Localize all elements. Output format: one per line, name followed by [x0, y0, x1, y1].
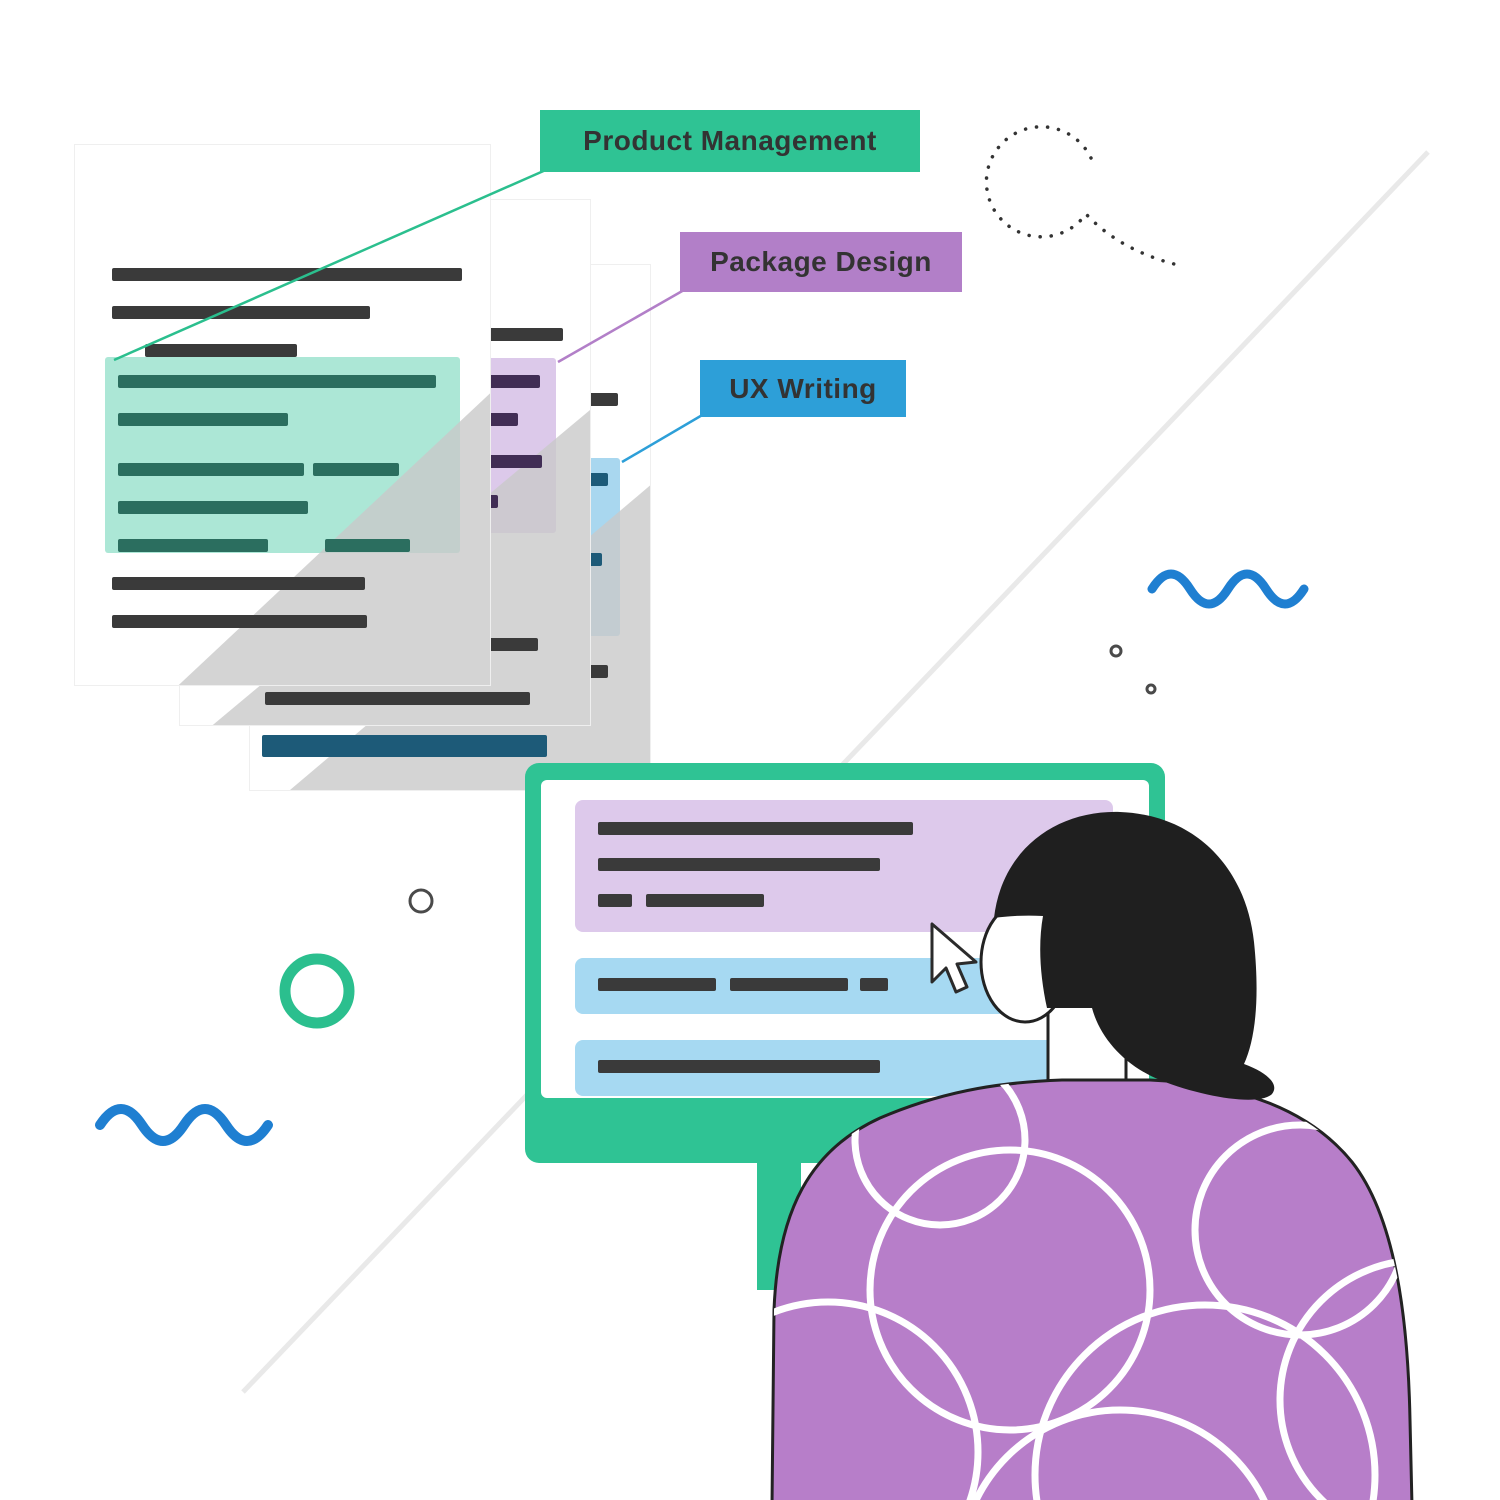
document-front-product-management: [75, 145, 490, 685]
small-circle-decoration: [408, 888, 434, 914]
wave-decoration-left: [95, 1104, 273, 1146]
text-line: [112, 615, 367, 628]
dotted-swirl-decoration: [984, 125, 1180, 267]
text-line: [112, 577, 365, 590]
text-line: [313, 463, 399, 476]
text-line: [325, 539, 410, 552]
text-line: [118, 375, 436, 388]
text-line: [265, 692, 530, 705]
text-line: [118, 501, 308, 514]
monitor-stand: [757, 1160, 801, 1290]
text-line: [118, 463, 304, 476]
text-line: [598, 858, 880, 871]
leader-line-ux-writing: [621, 412, 705, 464]
text-line: [262, 735, 547, 757]
screen-purple-highlight-panel: [575, 800, 1113, 932]
screen-blue-highlight-row-2: [575, 1040, 1113, 1096]
dot-decoration-1: [1109, 644, 1123, 658]
leader-line-package-design: [557, 288, 685, 364]
text-line: [860, 978, 888, 991]
label-ux-writing: UX Writing: [700, 360, 906, 417]
text-line: [112, 306, 370, 319]
label-product-management: Product Management: [540, 110, 920, 172]
text-line: [118, 413, 288, 426]
screen-blue-highlight-row-1: [575, 958, 1113, 1014]
text-line: [730, 978, 848, 991]
text-line: [145, 344, 297, 357]
label-package-design: Package Design: [680, 232, 962, 292]
monitor-screen: [541, 780, 1149, 1098]
monitor: [525, 763, 1165, 1163]
text-line: [118, 539, 268, 552]
text-line: [598, 894, 632, 907]
text-line: [598, 1060, 880, 1073]
text-line: [598, 978, 716, 991]
dot-decoration-2: [1145, 683, 1157, 695]
leader-line-product-management: [113, 167, 549, 362]
wave-decoration-right: [1147, 569, 1309, 609]
text-line: [646, 894, 764, 907]
text-line: [598, 822, 913, 835]
green-ring-decoration: [279, 953, 355, 1029]
text-line: [112, 268, 462, 281]
